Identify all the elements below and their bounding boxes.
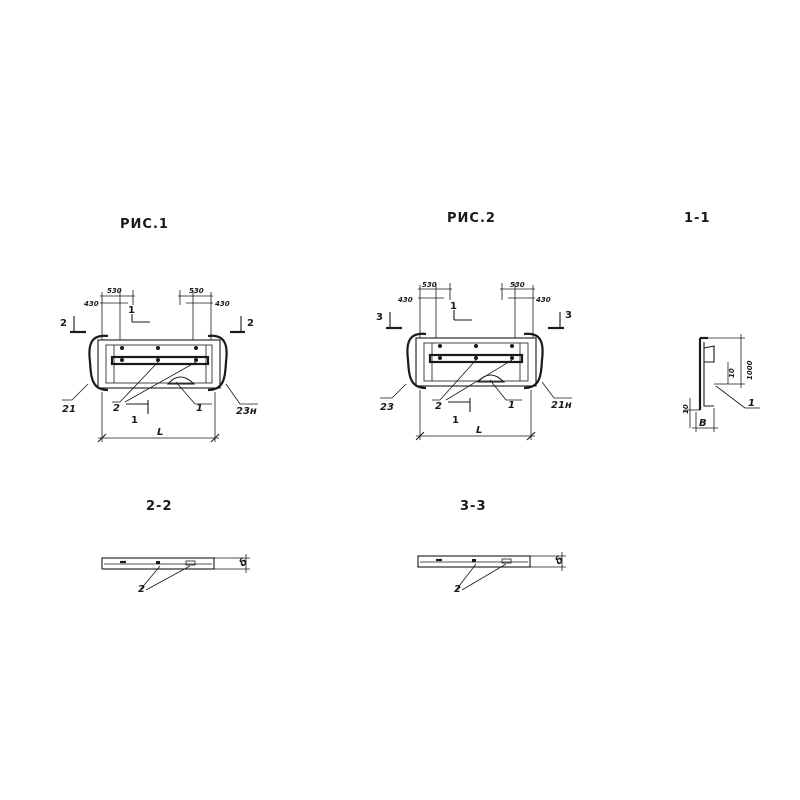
section-2-2-title: 2-2 [146,499,173,514]
figure-2-cut1-top-label: 1 [450,301,457,312]
section-1-1-dim-gap: 10 [682,404,690,414]
figure-2-dim-left-inner: 430 [398,296,413,304]
figure-1-dim-right-inner: 430 [215,300,230,308]
figure-1-label-left-part: 21 [62,404,76,415]
figure-1-title: РИС.1 [120,217,169,232]
section-1-1: 1-1 1000 10 10 В 1 [682,211,760,432]
figure-1-label-right-part: 23н [236,406,257,417]
figure-2-cut1-bottom-label: 1 [452,415,459,426]
figure-2-section-cut-marks: 3 3 [376,310,572,330]
figure-1-section-cut-marks: 2 2 [60,316,254,334]
figure-2-leaders: 23 21н 2 1 [380,359,572,413]
figure-2-dim-right-outer: 530 [510,281,525,289]
figure-1-cut-left-label: 2 [60,318,67,329]
section-2-2: 2-2 δ 2 [101,499,250,595]
figure-2-cut-right-label: 3 [565,310,572,321]
figure-2-length-label: L [476,425,482,436]
figure-2-label-bolt: 2 [435,401,442,412]
figure-1-label-slab: 1 [196,403,203,414]
section-2-2-pos-mark: 2 [138,584,145,595]
figure-2-dim-left-outer: 530 [422,281,437,289]
section-1-1-dim-offset: 10 [728,368,736,378]
figure-1-length-dimension: L [97,392,220,443]
figure-2-title: РИС.2 [447,211,496,226]
figure-2-top-dimensions: 530 430 530 430 [398,281,551,338]
section-1-1-dim-height: 1000 [746,360,754,380]
figure-1-dim-left-inner: 430 [84,300,99,308]
figure-1-top-dimensions: 530 430 530 430 [84,287,230,340]
figure-1-dim-right-outer: 530 [189,287,204,295]
figure-1-cut-1-marks: 1 1 [126,305,150,426]
section-1-1-title: 1-1 [684,211,711,226]
figure-1-cut1-bottom-label: 1 [131,415,138,426]
figure-2-label-left-part: 23 [380,402,394,413]
figure-1: РИС.1 530 430 530 430 2 2 [60,217,258,443]
figure-2: РИС.2 530 430 530 430 3 3 [376,211,572,441]
figure-2-body [406,332,544,390]
figure-2-cut-left-label: 3 [376,312,383,323]
figure-2-length-dimension: L [415,390,536,441]
section-3-3: 3-3 δ 2 [417,499,566,595]
figure-1-cut-right-label: 2 [247,318,254,329]
figure-2-dim-right-inner: 430 [536,296,551,304]
figure-1-label-bolt: 2 [113,403,120,414]
section-1-1-pos-mark: 1 [748,398,755,409]
figure-1-leaders: 21 23н 2 1 [62,361,258,417]
figure-1-body [88,334,228,392]
figure-1-dim-left-outer: 530 [107,287,122,295]
section-3-3-title: 3-3 [460,499,487,514]
figure-1-length-label: L [157,427,163,438]
figure-2-label-slab: 1 [508,400,515,411]
section-3-3-pos-mark: 2 [454,584,461,595]
figure-1-cut1-top-label: 1 [128,305,135,316]
figure-2-cut-1-marks: 1 1 [448,301,472,426]
section-1-1-dim-width: В [699,418,707,429]
figure-2-label-right-part: 21н [551,400,572,411]
